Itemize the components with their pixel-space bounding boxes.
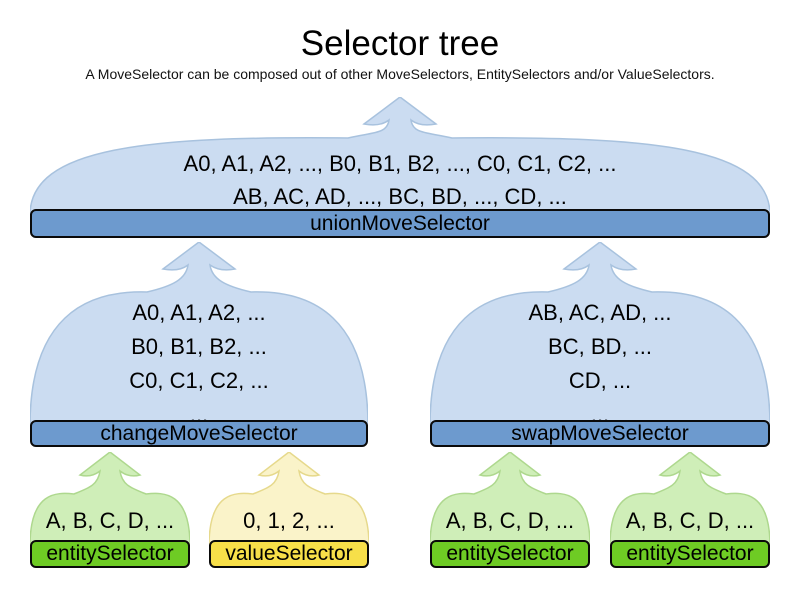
cloud-content-line: 0, 1, 2, ...: [243, 508, 335, 533]
entity-funnel-arrow-shape: [30, 452, 190, 546]
page-subtitle: A MoveSelector can be composed out of ot…: [85, 66, 715, 82]
cloud-content-line: A0, A1, A2, ...: [132, 300, 266, 325]
union-move-selector-label: unionMoveSelector: [310, 211, 490, 235]
swap-move-selector-bar: swapMoveSelector: [430, 420, 770, 447]
entity-selector-bar: entitySelector: [430, 540, 590, 568]
value-selector-bar: valueSelector: [209, 540, 369, 568]
change-move-selector-bar: changeMoveSelector: [30, 420, 368, 447]
union-move-selector-bar: unionMoveSelector: [30, 209, 770, 238]
entity-funnel-arrow-shape: [610, 452, 770, 546]
value-cloud-content: 0, 1, 2, ...: [209, 504, 369, 538]
entity-selector-bar: entitySelector: [610, 540, 770, 568]
cloud-content-line: AB, AC, AD, ...: [528, 300, 672, 325]
value-selector-label: valueSelector: [225, 542, 353, 565]
entity-selector-label: entitySelector: [626, 542, 754, 565]
cloud-content-line: A, B, C, D, ...: [445, 508, 575, 533]
cloud-content-line: B0, B1, B2, ...: [131, 334, 267, 359]
cloud-content-line: A, B, C, D, ...: [45, 508, 175, 533]
cloud-content-line: A0, A1, A2, ..., B0, B1, B2, ..., C0, C1…: [183, 151, 617, 176]
swap-move-selector-label: swapMoveSelector: [511, 421, 689, 445]
entity1-cloud-content: A, B, C, D, ...: [30, 504, 190, 538]
value-funnel-arrow-shape: [209, 452, 369, 546]
swap-cloud-content: AB, AC, AD, ... BC, BD, ... CD, ... ...: [430, 296, 770, 432]
swap-funnel-arrow-shape: [430, 242, 770, 426]
entity-selector-bar: entitySelector: [30, 540, 190, 568]
change-funnel-arrow-shape: [30, 242, 368, 426]
cloud-content-line: A, B, C, D, ...: [625, 508, 755, 533]
entity2-cloud-content: A, B, C, D, ...: [430, 504, 590, 538]
entity-funnel-arrow-shape: [430, 452, 590, 546]
union-cloud-content: A0, A1, A2, ..., B0, B1, B2, ..., C0, C1…: [30, 147, 770, 213]
cloud-content-line: AB, AC, AD, ..., BC, BD, ..., CD, ...: [233, 184, 567, 209]
entity3-cloud-content: A, B, C, D, ...: [610, 504, 770, 538]
page-title: Selector tree: [300, 24, 500, 63]
cloud-content-line: BC, BD, ...: [548, 334, 652, 359]
change-move-selector-label: changeMoveSelector: [100, 421, 298, 445]
entity-selector-label: entitySelector: [446, 542, 574, 565]
entity-selector-label: entitySelector: [46, 542, 174, 565]
cloud-content-line: CD, ...: [568, 368, 632, 393]
cloud-content-line: C0, C1, C2, ...: [129, 368, 269, 393]
union-funnel-arrow-shape: [30, 97, 770, 215]
change-cloud-content: A0, A1, A2, ... B0, B1, B2, ... C0, C1, …: [30, 296, 368, 432]
